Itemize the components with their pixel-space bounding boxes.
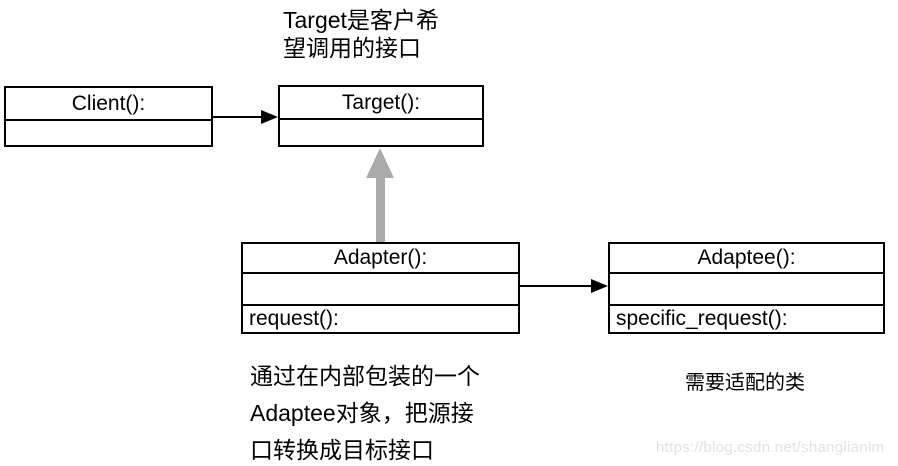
adapter-annotation-line1: 通过在内部包装的一个	[250, 363, 480, 389]
class-box-adaptee: Adaptee(): specific_request():	[608, 242, 885, 334]
adapter-class-title: Adapter():	[243, 244, 518, 274]
arrow-client-to-target-head-icon	[261, 110, 278, 124]
target-annotation-line1: Target是客户希	[283, 7, 439, 33]
adaptee-method: specific_request():	[610, 304, 883, 332]
class-box-adapter: Adapter(): request():	[241, 242, 520, 334]
arrow-adapter-to-adaptee-head-icon	[591, 279, 608, 293]
adapter-annotation-line2: Adaptee对象，把源接	[250, 400, 474, 426]
client-class-title: Client():	[6, 88, 211, 121]
watermark: https://blog.csdn.net/shanglianlm	[656, 439, 885, 456]
adapter-method: request():	[243, 304, 518, 332]
arrow-adapter-to-target-shaft	[376, 178, 385, 242]
target-class-title: Target():	[280, 87, 482, 120]
arrow-adapter-to-target-head-icon	[366, 148, 394, 178]
adaptee-annotation: 需要适配的类	[685, 372, 805, 394]
arrow-client-to-target-line	[213, 116, 263, 118]
adaptee-empty-compartment	[610, 274, 883, 304]
adaptee-class-title: Adaptee():	[610, 244, 883, 274]
class-box-client: Client():	[4, 86, 213, 147]
target-empty-compartment	[280, 120, 482, 145]
target-annotation: Target是客户希 望调用的接口	[283, 6, 483, 62]
adapter-annotation: 通过在内部包装的一个 Adaptee对象，把源接 口转换成目标接口	[250, 358, 480, 466]
client-empty-compartment	[6, 121, 211, 145]
class-box-target: Target():	[278, 85, 484, 147]
adapter-empty-compartment	[243, 274, 518, 304]
arrow-adapter-to-adaptee-line	[520, 285, 593, 287]
target-annotation-line2: 望调用的接口	[283, 35, 421, 61]
adapter-annotation-line3: 口转换成目标接口	[250, 437, 434, 463]
